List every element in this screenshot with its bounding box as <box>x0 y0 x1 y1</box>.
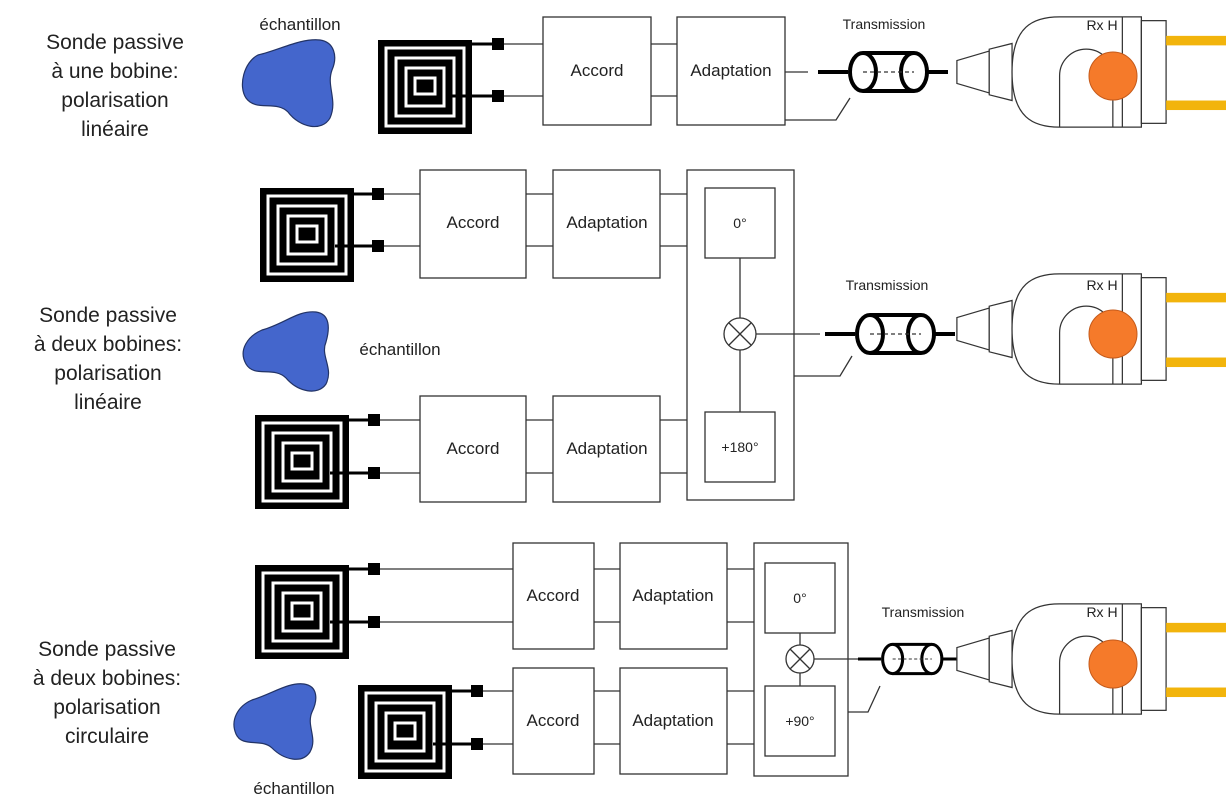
section-3: Sonde passive à deux bobines: polarisati… <box>33 542 1226 798</box>
section-2-accord-bottom-box <box>419 395 527 503</box>
section-3-transmission-cable <box>858 642 958 676</box>
section-1-title-line-2: à une bobine: <box>51 60 178 83</box>
section-3-accord-top-label: Accord <box>527 586 580 605</box>
section-3-receiver-dot <box>1088 639 1138 689</box>
section-2-phase-bottom-label: +180° <box>721 439 758 455</box>
section-1-title-line-4: linéaire <box>81 118 149 141</box>
section-1-transmission-cable <box>818 53 948 91</box>
section-2-accord-top-label: Accord <box>447 213 500 232</box>
section-3-title-line-3: polarisation <box>53 696 160 719</box>
section-3-receiver-label: Rx H <box>1086 604 1117 620</box>
section-3-sample-label: échantillon <box>253 779 334 798</box>
section-2-receiver-dot <box>1088 309 1138 359</box>
section-2-accord-top-box <box>419 169 527 279</box>
section-1-adaptation-box <box>676 16 786 126</box>
section-2-adaptation-top-box <box>552 169 661 279</box>
section-1-transmission-label: Transmission <box>843 16 926 32</box>
section-1-coil <box>378 40 472 134</box>
section-1-title-line-3: polarisation <box>61 89 168 112</box>
section-2-title-line-4: linéaire <box>74 391 142 414</box>
section-1-accord-label: Accord <box>571 61 624 80</box>
section-2-coil-top <box>260 188 354 282</box>
section-2-transmission-cable <box>825 315 955 353</box>
section-1-sample-label: échantillon <box>259 15 340 34</box>
section-2-coil-bottom <box>255 415 349 509</box>
section-2: Sonde passive à deux bobines: polarisati… <box>34 169 1226 509</box>
section-3-transmission-label: Transmission <box>882 604 965 620</box>
section-2-phase-bottom-box <box>704 411 776 483</box>
section-2-receiver-label: Rx H <box>1086 277 1117 293</box>
section-2-adaptation-top-label: Adaptation <box>566 213 647 232</box>
section-3-title-line-1: Sonde passive <box>38 638 176 661</box>
section-1: Sonde passive à une bobine: polarisation… <box>46 15 1226 141</box>
section-3-coil-bottom <box>358 685 452 779</box>
section-1-receiver-label: Rx H <box>1086 17 1117 33</box>
section-3-phase-top-box <box>764 562 836 634</box>
section-3-coil-top <box>255 565 349 659</box>
section-3-phase-top-label: 0° <box>793 590 806 606</box>
section-3-accord-bottom-box <box>512 667 595 775</box>
section-3-adaptation-top-box <box>619 542 728 650</box>
section-3-phase-bottom-label: +90° <box>785 713 814 729</box>
section-3-title-line-4: circulaire <box>65 725 149 748</box>
section-3-sample-blob <box>233 683 317 760</box>
section-2-accord-bottom-label: Accord <box>447 439 500 458</box>
section-2-adaptation-bottom-label: Adaptation <box>566 439 647 458</box>
section-2-title-line-2: à deux bobines: <box>34 333 182 356</box>
section-3-adaptation-top-label: Adaptation <box>632 586 713 605</box>
section-1-accord-box <box>542 16 652 126</box>
section-2-title-line-1: Sonde passive <box>39 304 177 327</box>
section-3-adaptation-bottom-label: Adaptation <box>632 711 713 730</box>
section-2-phase-top-label: 0° <box>733 215 746 231</box>
section-3-adaptation-bottom-box <box>619 667 728 775</box>
section-2-sample-label: échantillon <box>359 340 440 359</box>
section-1-title-line-1: Sonde passive <box>46 31 184 54</box>
section-2-adaptation-bottom-box <box>552 395 661 503</box>
section-3-accord-top-box <box>512 542 595 650</box>
section-3-phase-bottom-box <box>764 685 836 757</box>
section-1-receiver-dot <box>1088 51 1138 101</box>
section-2-phase-top-box <box>704 187 776 259</box>
section-3-accord-bottom-label: Accord <box>527 711 580 730</box>
section-2-title-line-3: polarisation <box>54 362 161 385</box>
section-1-adaptation-label: Adaptation <box>690 61 771 80</box>
section-1-sample-blob <box>241 39 336 128</box>
section-2-transmission-label: Transmission <box>846 277 929 293</box>
section-2-sample-blob <box>242 311 330 392</box>
section-3-title-line-2: à deux bobines: <box>33 667 181 690</box>
